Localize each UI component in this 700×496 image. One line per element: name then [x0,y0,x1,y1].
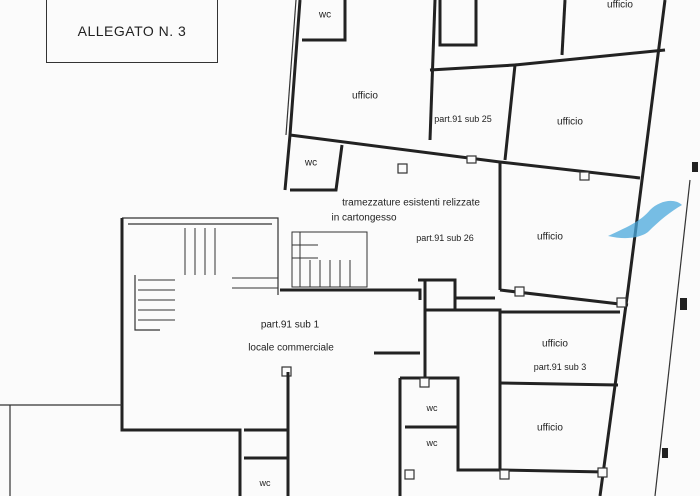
room-label: ufficio [537,231,563,243]
stair-center [291,231,368,288]
parcel-label: part.91 sub 25 [434,114,492,124]
parcel-label: part.91 sub 26 [416,233,474,243]
room-label: wc [318,9,332,21]
room-label: ufficio [542,338,568,350]
room-label: ufficio [352,90,378,102]
left-wall [283,0,302,191]
note-label: in cartongesso [331,212,397,224]
plan-title: ALLEGATO N. 3 [46,0,218,63]
stair-left [138,228,278,321]
note-label: tramezzature esistenti relizzate [342,197,480,209]
room-label: ufficio [537,422,563,434]
room-label: wc [304,157,318,169]
stain-mark [608,200,682,239]
room-label: ufficio [557,116,583,128]
room-label: wc [259,478,271,488]
room-label: wc [426,438,438,448]
column-mark [680,298,687,310]
facade-line [654,179,691,496]
room-label: locale commerciale [248,342,334,354]
column-mark [662,448,668,458]
parcel-label: part.91 sub 3 [533,362,587,372]
room-label: wc [426,403,438,413]
column-mark [692,162,698,172]
facade-wall [598,0,667,496]
room-label: ufficio [607,0,633,11]
parcel-label: part.91 sub 1 [260,319,320,331]
